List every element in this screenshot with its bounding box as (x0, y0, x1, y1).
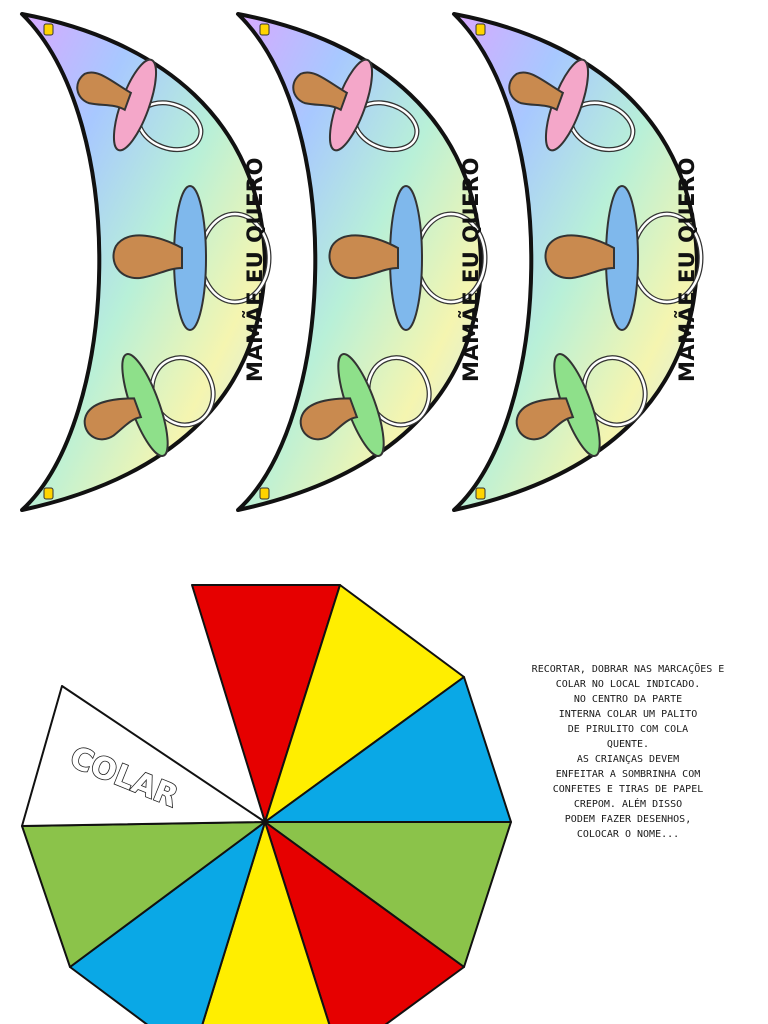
pacifier-icon (112, 185, 272, 331)
pacifier-icon (83, 353, 216, 457)
instruction-line: NO CENTRO DA PARTE (573, 694, 683, 705)
instruction-line: RECORTAR, DOBRAR NAS MARCAÇÕES E (531, 664, 725, 675)
instruction-line: DE PIRULITO COM COLA (567, 724, 689, 735)
pacifier-icon (515, 353, 648, 457)
glue-mark-bottom (475, 487, 486, 500)
instruction-line: PODEM FAZER DESENHOS, (564, 814, 692, 825)
instruction-line: ENFEITAR A SOMBRINHA COM (555, 769, 701, 780)
glue-mark-top (259, 23, 270, 36)
crescent-label: MAMÃE EU QUERO (242, 157, 267, 382)
instruction-line: COLOCAR O NOME... (576, 829, 680, 840)
instruction-line: INTERNA COLAR UM PALITO (558, 709, 698, 720)
glue-mark-bottom (43, 487, 54, 500)
crescent-label: MAMÃE EU QUERO (674, 157, 699, 382)
glue-mark-top (43, 23, 54, 36)
pacifier-icon (299, 353, 432, 457)
crescent-cutout: MAMÃE EU QUERO (236, 12, 488, 512)
instruction-line: COLAR NO LOCAL INDICADO. (555, 679, 701, 690)
umbrella-cutout: COLAR (21, 584, 512, 1024)
pacifier-icon (508, 58, 636, 153)
pacifier-icon (292, 58, 420, 153)
crescent-cutouts: MAMÃE EU QUERO (20, 12, 704, 512)
instructions-text: RECORTAR, DOBRAR NAS MARCAÇÕES E COLAR N… (526, 662, 730, 842)
instruction-line: CREPOM. ALÉM DISSO (573, 799, 683, 810)
umbrella-panel (21, 685, 266, 827)
crescent-label: MAMÃE EU QUERO (458, 157, 483, 382)
pacifier-icon (328, 185, 488, 331)
instruction-line: CONFETES E TIRAS DE PAPEL (552, 784, 704, 795)
glue-mark-top (475, 23, 486, 36)
instruction-line: QUENTE. (606, 739, 650, 750)
pacifier-icon (544, 185, 704, 331)
glue-mark-bottom (259, 487, 270, 500)
umbrella-panels (21, 584, 512, 1024)
crescent-cutout: MAMÃE EU QUERO (20, 12, 272, 512)
instruction-line: AS CRIANÇAS DEVEM (576, 754, 680, 765)
crescent-cutout: MAMÃE EU QUERO (452, 12, 704, 512)
